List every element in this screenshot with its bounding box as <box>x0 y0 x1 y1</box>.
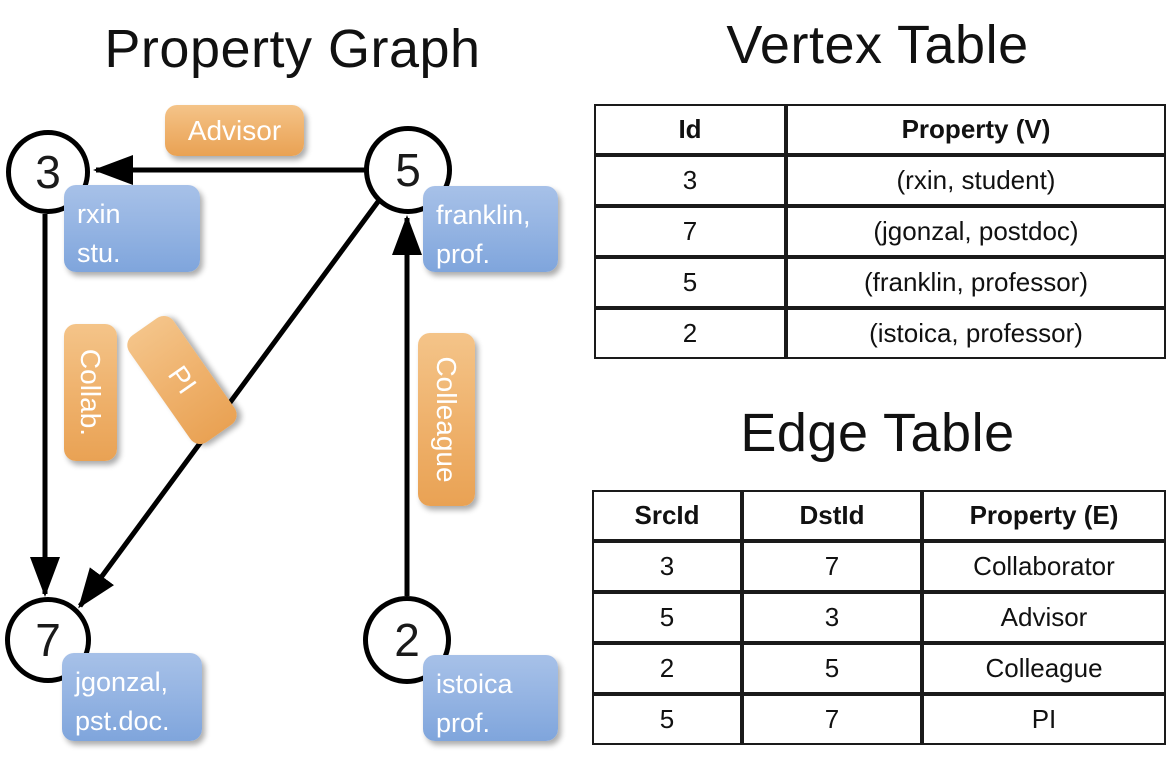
edge-label-colleague-text: Colleague <box>431 356 463 483</box>
edge-cell-src: 2 <box>592 643 742 694</box>
vertex-table-title: Vertex Table <box>726 15 1029 75</box>
edge-header-property: Property (E) <box>922 490 1166 541</box>
graph-node-7-label: 7 <box>35 614 61 666</box>
vertex-cell-id: 3 <box>594 155 786 206</box>
edge-label-collab[interactable]: Collab. <box>64 324 117 461</box>
edge-cell-property: Advisor <box>922 592 1166 643</box>
node-property-line-2: prof. <box>436 708 491 739</box>
graph-node-2[interactable]: 2 <box>363 596 451 684</box>
node-property-line-2: stu. <box>77 238 121 269</box>
graph-node-5-label: 5 <box>395 144 421 196</box>
edge-cell-dst: 3 <box>742 592 922 643</box>
vertex-header-property: Property (V) <box>786 104 1166 155</box>
table-row[interactable]: 5 (franklin, professor) <box>594 257 1166 308</box>
node-property-line-1: rxin <box>77 199 121 229</box>
table-row[interactable]: 5 3 Advisor <box>592 592 1166 643</box>
vertex-cell-id: 2 <box>594 308 786 359</box>
edge-cell-dst: 7 <box>742 694 922 745</box>
edge-table-title: Edge Table <box>740 403 1015 463</box>
edge-header-dstid: DstId <box>742 490 922 541</box>
table-row[interactable]: 2 (istoica, professor) <box>594 308 1166 359</box>
edge-label-advisor[interactable]: Advisor <box>165 105 304 156</box>
edge-header-srcid: SrcId <box>592 490 742 541</box>
node-property-line-1: franklin, <box>436 200 531 230</box>
vertex-cell-id: 5 <box>594 257 786 308</box>
property-graph-panel: Property Graph 3 5 7 2 rxin stu. frankli… <box>5 19 558 741</box>
edge-table-header-row: SrcId DstId Property (E) <box>592 490 1166 541</box>
vertex-cell-property: (franklin, professor) <box>786 257 1166 308</box>
edge-cell-src: 5 <box>592 592 742 643</box>
node-property-line-2: pst.doc. <box>75 706 170 737</box>
edge-cell-property: Collaborator <box>922 541 1166 592</box>
edge-cell-property: Colleague <box>922 643 1166 694</box>
vertex-table-panel: Vertex Table Id Property (V) 3 (rxin, st… <box>585 0 1170 390</box>
table-row[interactable]: 2 5 Colleague <box>592 643 1166 694</box>
vertex-table: Id Property (V) 3 (rxin, student) 7 (jgo… <box>594 104 1166 359</box>
edge-cell-property: PI <box>922 694 1166 745</box>
node-property-box-istoica[interactable]: istoica prof. <box>423 655 558 741</box>
table-row[interactable]: 3 7 Collaborator <box>592 541 1166 592</box>
edge-cell-src: 3 <box>592 541 742 592</box>
graph-node-2-label: 2 <box>394 614 420 666</box>
vertex-table-header-row: Id Property (V) <box>594 104 1166 155</box>
graph-node-3-label: 3 <box>35 146 61 198</box>
vertex-header-id: Id <box>594 104 786 155</box>
edge-label-colleague[interactable]: Colleague <box>418 333 475 506</box>
node-property-box-jgonzal[interactable]: jgonzal, pst.doc. <box>62 653 202 741</box>
edge-table-panel: Edge Table SrcId DstId Property (E) 3 7 … <box>585 390 1170 760</box>
graph-node-5[interactable]: 5 <box>364 126 452 214</box>
vertex-cell-id: 7 <box>594 206 786 257</box>
table-row[interactable]: 7 (jgonzal, postdoc) <box>594 206 1166 257</box>
edge-cell-src: 5 <box>592 694 742 745</box>
edge-cell-dst: 5 <box>742 643 922 694</box>
edge-cell-dst: 7 <box>742 541 922 592</box>
property-graph-title: Property Graph <box>104 19 481 79</box>
vertex-cell-property: (jgonzal, postdoc) <box>786 206 1166 257</box>
node-property-line-1: istoica <box>436 669 513 699</box>
node-property-box-rxin[interactable]: rxin stu. <box>64 185 200 272</box>
edge-table: SrcId DstId Property (E) 3 7 Collaborato… <box>592 490 1166 745</box>
node-property-line-2: prof. <box>436 239 491 270</box>
node-property-box-franklin[interactable]: franklin, prof. <box>423 186 558 272</box>
edge-label-advisor-text: Advisor <box>187 114 282 146</box>
vertex-cell-property: (istoica, professor) <box>786 308 1166 359</box>
table-row[interactable]: 3 (rxin, student) <box>594 155 1166 206</box>
vertex-cell-property: (rxin, student) <box>786 155 1166 206</box>
table-row[interactable]: 5 7 PI <box>592 694 1166 745</box>
node-property-line-1: jgonzal, <box>75 667 169 697</box>
